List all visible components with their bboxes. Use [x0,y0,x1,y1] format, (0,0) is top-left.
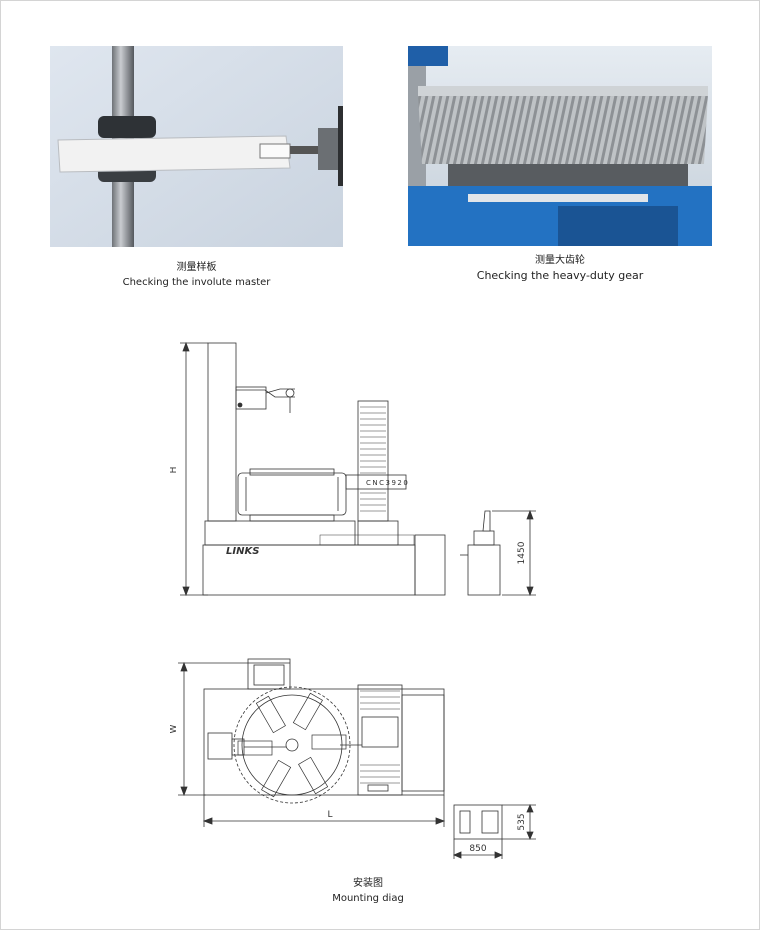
caption-cn: 测量样板 [176,262,217,273]
plan-drawing: W [169,655,550,870]
dim-850-label: 850 [469,844,486,854]
dim-h-label: H [170,467,179,474]
dim-535-label: 535 [517,813,527,830]
dim-1450-label: 1450 [517,541,527,564]
dim-l-label: L [327,810,332,820]
caption-cn: 测量大齿轮 [535,255,585,266]
elevation-drawing: H LINKS [169,335,550,605]
photo-involute-master [50,46,343,247]
caption-en: Mounting diag [332,893,404,904]
caption-involute-master: 测量样板 Checking the involute master [50,260,343,290]
caption-cn: 安装图 [353,878,383,889]
model-label: CNC3920 [366,479,409,487]
brand-label: LINKS [226,546,259,557]
dim-w-label: W [170,724,179,733]
caption-en: Checking the heavy-duty gear [476,269,644,282]
caption-heavy-gear: 测量大齿轮 Checking the heavy-duty gear [408,253,712,283]
caption-mounting: 安装图 Mounting diag [268,876,468,906]
photo-heavy-gear [408,46,712,246]
caption-en: Checking the involute master [122,277,271,288]
